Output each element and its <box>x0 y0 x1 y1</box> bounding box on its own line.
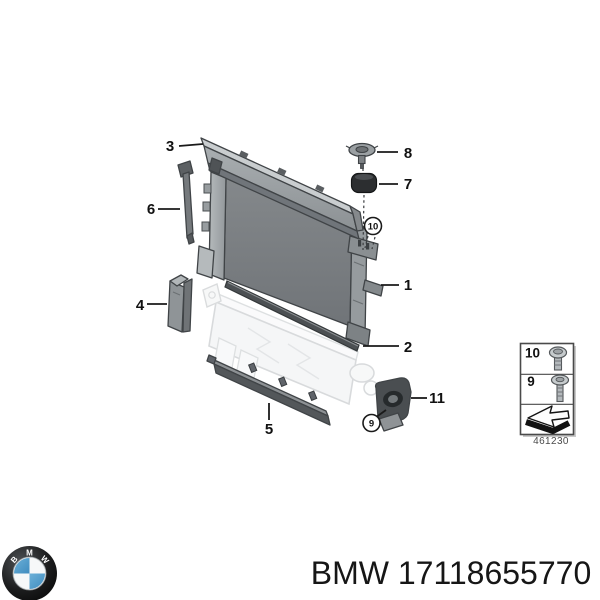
part-lower-support-bar <box>206 354 331 426</box>
callout-5: 5 <box>265 421 273 438</box>
roundel-letter-m: M <box>26 549 33 558</box>
callout-9-circle <box>362 413 381 433</box>
part-upper-shroud <box>200 137 364 240</box>
legend-row-9-label: 9 <box>527 374 535 389</box>
callout-8: 8 <box>404 145 412 162</box>
bmw-roundel-logo: B M W <box>2 546 57 600</box>
assembly-dashed-lines <box>362 168 376 251</box>
callout-9: 9 <box>369 419 374 430</box>
part-rubber-bushing <box>350 172 378 194</box>
part-upper-mount <box>345 142 379 169</box>
hex-bolt-icon <box>548 346 568 371</box>
callout-10-circle <box>363 216 383 236</box>
roundel-quadrant-blue-br <box>29 573 45 589</box>
fastener-legend: 10 9 461230 <box>519 342 576 447</box>
callout-11: 11 <box>429 390 445 407</box>
callout-6: 6 <box>147 201 155 218</box>
part-number-caption: BMW 17118655770 <box>311 555 591 591</box>
callout-1: 1 <box>404 277 412 294</box>
callout-10: 10 <box>368 222 379 233</box>
direction-arrow-icon <box>525 405 571 434</box>
roundel-quadrant-white-bl <box>14 573 30 589</box>
callout-7: 7 <box>404 176 412 193</box>
callouts: 3 6 4 8 7 1 2 5 11 10 9 <box>136 138 445 438</box>
part-side-strip <box>177 160 195 245</box>
legend-figure-number: 461230 <box>533 436 569 447</box>
callout-2: 2 <box>404 339 412 356</box>
legend-row-10-label: 10 <box>525 346 540 361</box>
callout-3: 3 <box>166 138 174 155</box>
pan-head-screw-icon <box>550 374 570 403</box>
part-lower-air-duct <box>167 274 193 333</box>
ghost-intercooler <box>202 283 379 406</box>
roundel-quadrant-blue-tl <box>14 558 30 574</box>
roundel-letter-b: B <box>9 554 20 564</box>
roundel-letter-w: W <box>39 554 51 566</box>
callout-4: 4 <box>136 297 145 314</box>
part-sealing-strip <box>224 280 360 352</box>
part-lower-mount-bracket <box>374 377 412 432</box>
roundel-quadrant-white-tr <box>29 558 45 574</box>
